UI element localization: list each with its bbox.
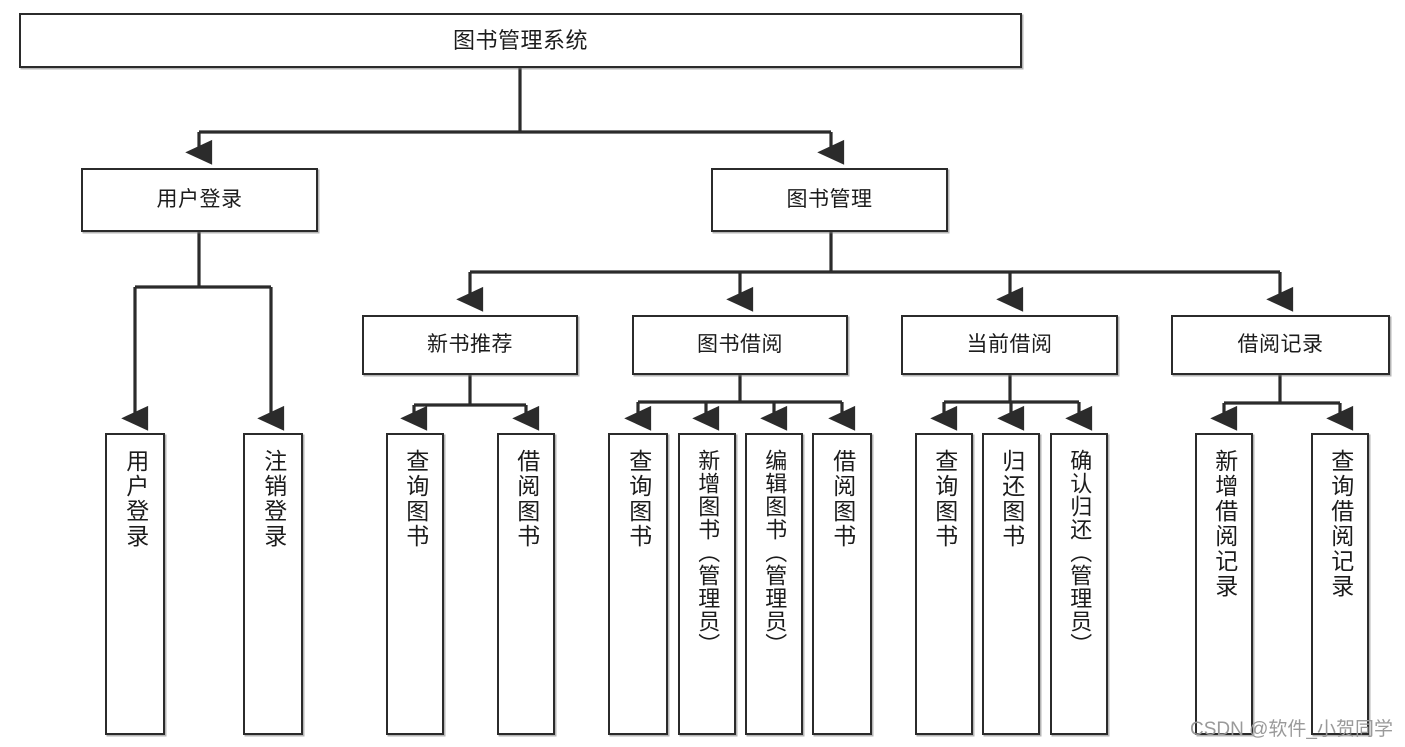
node-user-login[interactable]: 用户登录 [81,168,318,232]
node-label: 当前借阅 [966,332,1053,356]
node-label: 查询图书 [931,449,958,549]
node-label: 借阅图书 [513,449,540,549]
node-label: 确认归还（管理员） [1067,449,1093,656]
node-label: 查询借阅记录 [1327,449,1354,599]
node-root-book-management-system[interactable]: 图书管理系统 [19,13,1022,68]
node-book-management[interactable]: 图书管理 [711,168,948,232]
leaf-current-return-book[interactable]: 归还图书 [982,433,1040,735]
node-label: 查询图书 [402,449,429,549]
node-label: 新书推荐 [427,332,513,356]
node-label: 借阅记录 [1237,332,1324,356]
leaf-user-login-logout[interactable]: 注销登录 [243,433,303,735]
leaf-current-confirm-return-admin[interactable]: 确认归还（管理员） [1050,433,1108,735]
leaf-borrow-add-book-admin[interactable]: 新增图书（管理员） [678,433,736,735]
leaf-current-query-book[interactable]: 查询图书 [915,433,973,735]
node-new-book-recommend[interactable]: 新书推荐 [362,315,578,375]
leaf-record-query-record[interactable]: 查询借阅记录 [1311,433,1369,735]
node-label: 注销登录 [260,449,287,549]
leaf-record-add-record[interactable]: 新增借阅记录 [1195,433,1253,735]
leaf-user-login-login[interactable]: 用户登录 [105,433,165,735]
node-label: 新增借阅记录 [1211,449,1238,599]
node-current-borrow[interactable]: 当前借阅 [901,315,1118,375]
node-label: 借阅图书 [829,449,856,549]
node-label: 归还图书 [998,449,1025,549]
node-label: 编辑图书（管理员） [762,449,788,656]
leaf-borrow-borrow-book[interactable]: 借阅图书 [812,433,872,735]
node-label: 图书管理系统 [452,27,588,53]
node-label: 查询图书 [625,449,652,549]
leaf-borrow-edit-book-admin[interactable]: 编辑图书（管理员） [745,433,803,735]
node-label: 用户登录 [156,187,243,211]
node-label: 用户登录 [122,449,149,549]
node-borrow-record[interactable]: 借阅记录 [1171,315,1390,375]
leaf-new-book-query-book[interactable]: 查询图书 [386,433,444,735]
node-label: 新增图书（管理员） [695,449,721,656]
leaf-new-book-borrow-book[interactable]: 借阅图书 [497,433,555,735]
node-label: 图书借阅 [697,332,783,356]
leaf-borrow-query-book[interactable]: 查询图书 [608,433,668,735]
node-label: 图书管理 [786,187,873,211]
node-book-borrow[interactable]: 图书借阅 [632,315,848,375]
